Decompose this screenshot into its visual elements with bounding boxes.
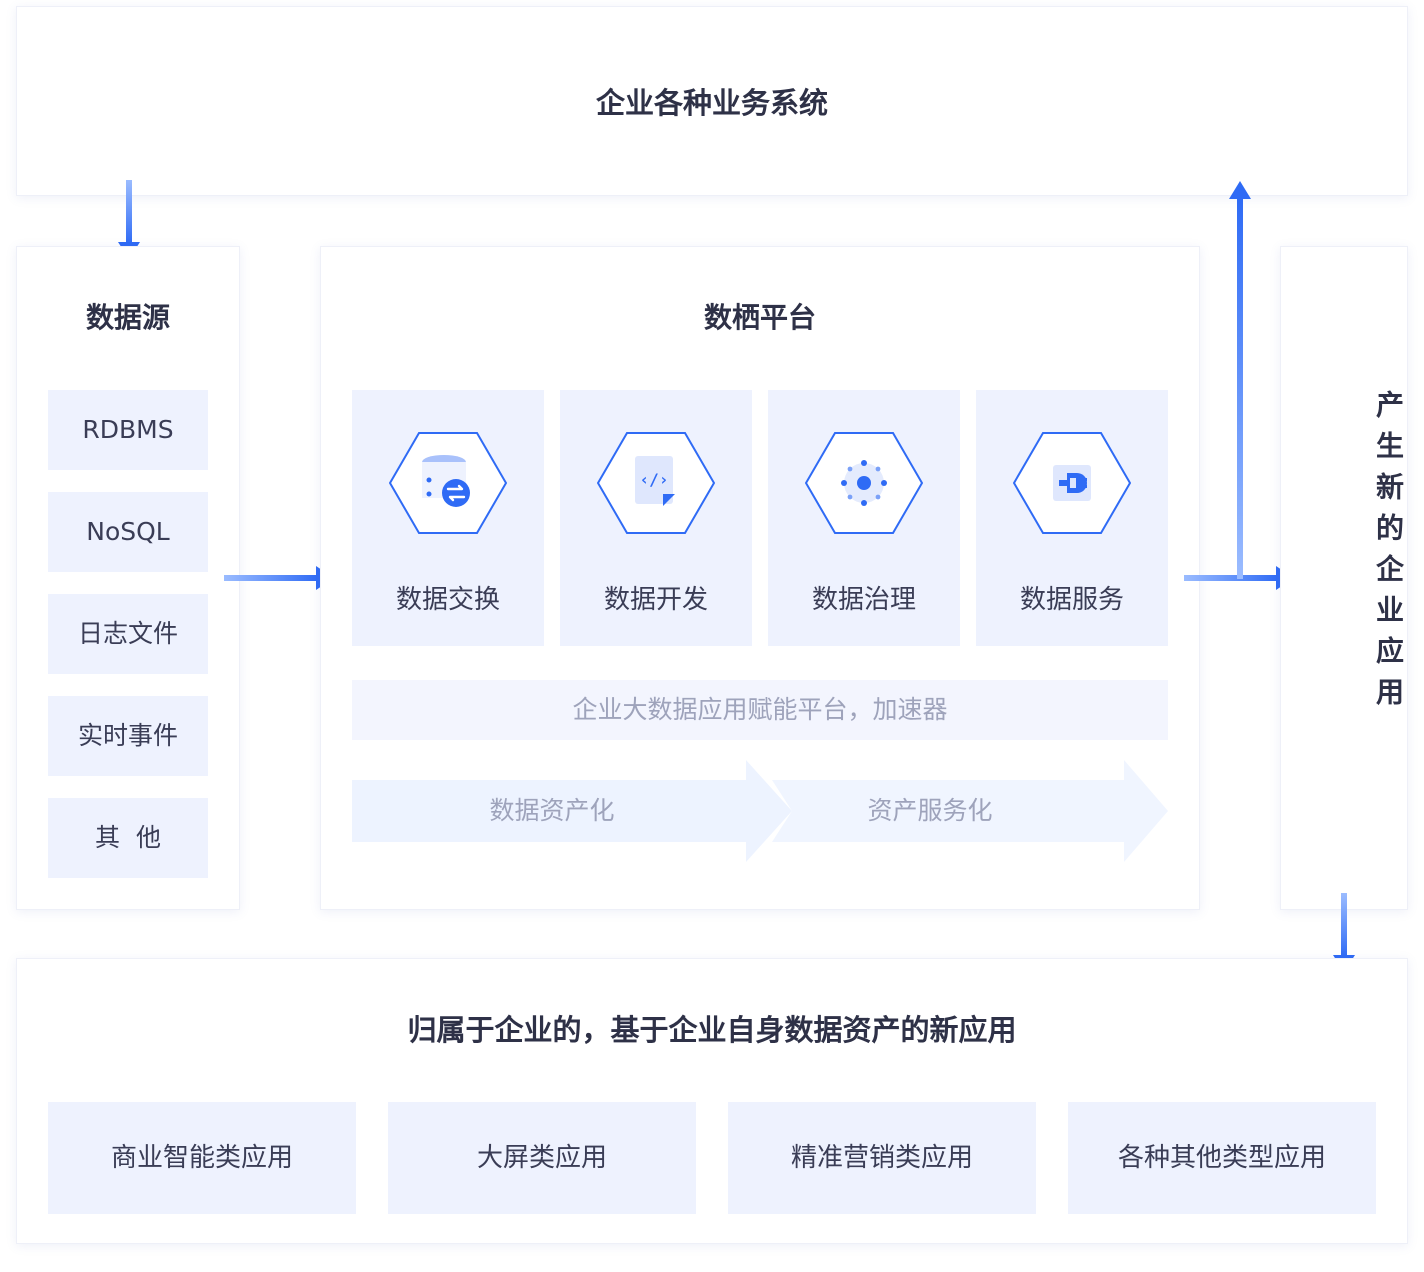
governance-icon xyxy=(805,432,923,534)
new-apps-panel xyxy=(1280,246,1408,910)
source-item-label: 其 他 xyxy=(95,823,161,852)
flow-arrow-assetization xyxy=(352,760,792,862)
app-item-label: 精准营销类应用 xyxy=(790,1143,973,1173)
app-item-label: 各种其他类型应用 xyxy=(1117,1143,1326,1173)
flow-arrow-servitization xyxy=(772,760,1168,862)
module-data-exchange: 数据交换 xyxy=(352,390,544,646)
data-exchange-icon xyxy=(389,432,507,534)
source-item-rdbms: RDBMS xyxy=(48,390,208,470)
business-systems-panel xyxy=(16,6,1408,196)
module-data-service: 数据服务 xyxy=(976,390,1168,646)
app-item-precision-marketing: 精准营销类应用 xyxy=(728,1102,1036,1214)
module-data-governance: 数据治理 xyxy=(768,390,960,646)
enablement-bar: 企业大数据应用赋能平台，加速器 xyxy=(352,680,1168,740)
enterprise-apps-title: 归属于企业的，基于企业自身数据资产的新应用 xyxy=(407,1013,1017,1047)
module-label: 数据开发 xyxy=(603,585,708,615)
source-item-nosql: NoSQL xyxy=(48,492,208,572)
svg-text:‹/›: ‹/› xyxy=(640,470,669,489)
flow-label-assetization: 数据资产化 xyxy=(489,796,615,825)
module-label: 数据交换 xyxy=(395,585,500,615)
module-data-development: ‹/› 数据开发 xyxy=(560,390,752,646)
source-item-other: 其 他 xyxy=(48,798,208,878)
source-item-log-files: 日志文件 xyxy=(48,594,208,674)
arrow-up-to-business-systems xyxy=(1229,181,1251,579)
source-item-label: 日志文件 xyxy=(77,619,178,648)
module-label: 数据治理 xyxy=(811,585,916,615)
app-item-label: 商业智能类应用 xyxy=(110,1143,293,1173)
business-systems-title: 企业各种业务系统 xyxy=(595,86,828,120)
new-apps-title: 产生新的企业应用 xyxy=(1372,390,1405,718)
data-sources-title: 数据源 xyxy=(85,301,170,334)
app-item-label: 大屏类应用 xyxy=(476,1143,607,1173)
app-item-big-screen: 大屏类应用 xyxy=(388,1102,696,1214)
flow-label-servitization: 资产服务化 xyxy=(867,796,993,825)
asset-flow-arrows xyxy=(352,760,1168,862)
app-item-other-types: 各种其他类型应用 xyxy=(1068,1102,1376,1214)
source-item-label: 实时事件 xyxy=(77,721,178,750)
plug-service-icon xyxy=(1013,432,1131,534)
code-dev-icon: ‹/› xyxy=(597,432,715,534)
source-item-label: NoSQL xyxy=(86,517,170,546)
module-label: 数据服务 xyxy=(1019,585,1124,615)
app-item-bi: 商业智能类应用 xyxy=(48,1102,356,1214)
platform-title: 数栖平台 xyxy=(703,301,816,334)
source-item-label: RDBMS xyxy=(82,415,174,444)
source-item-realtime-events: 实时事件 xyxy=(48,696,208,776)
